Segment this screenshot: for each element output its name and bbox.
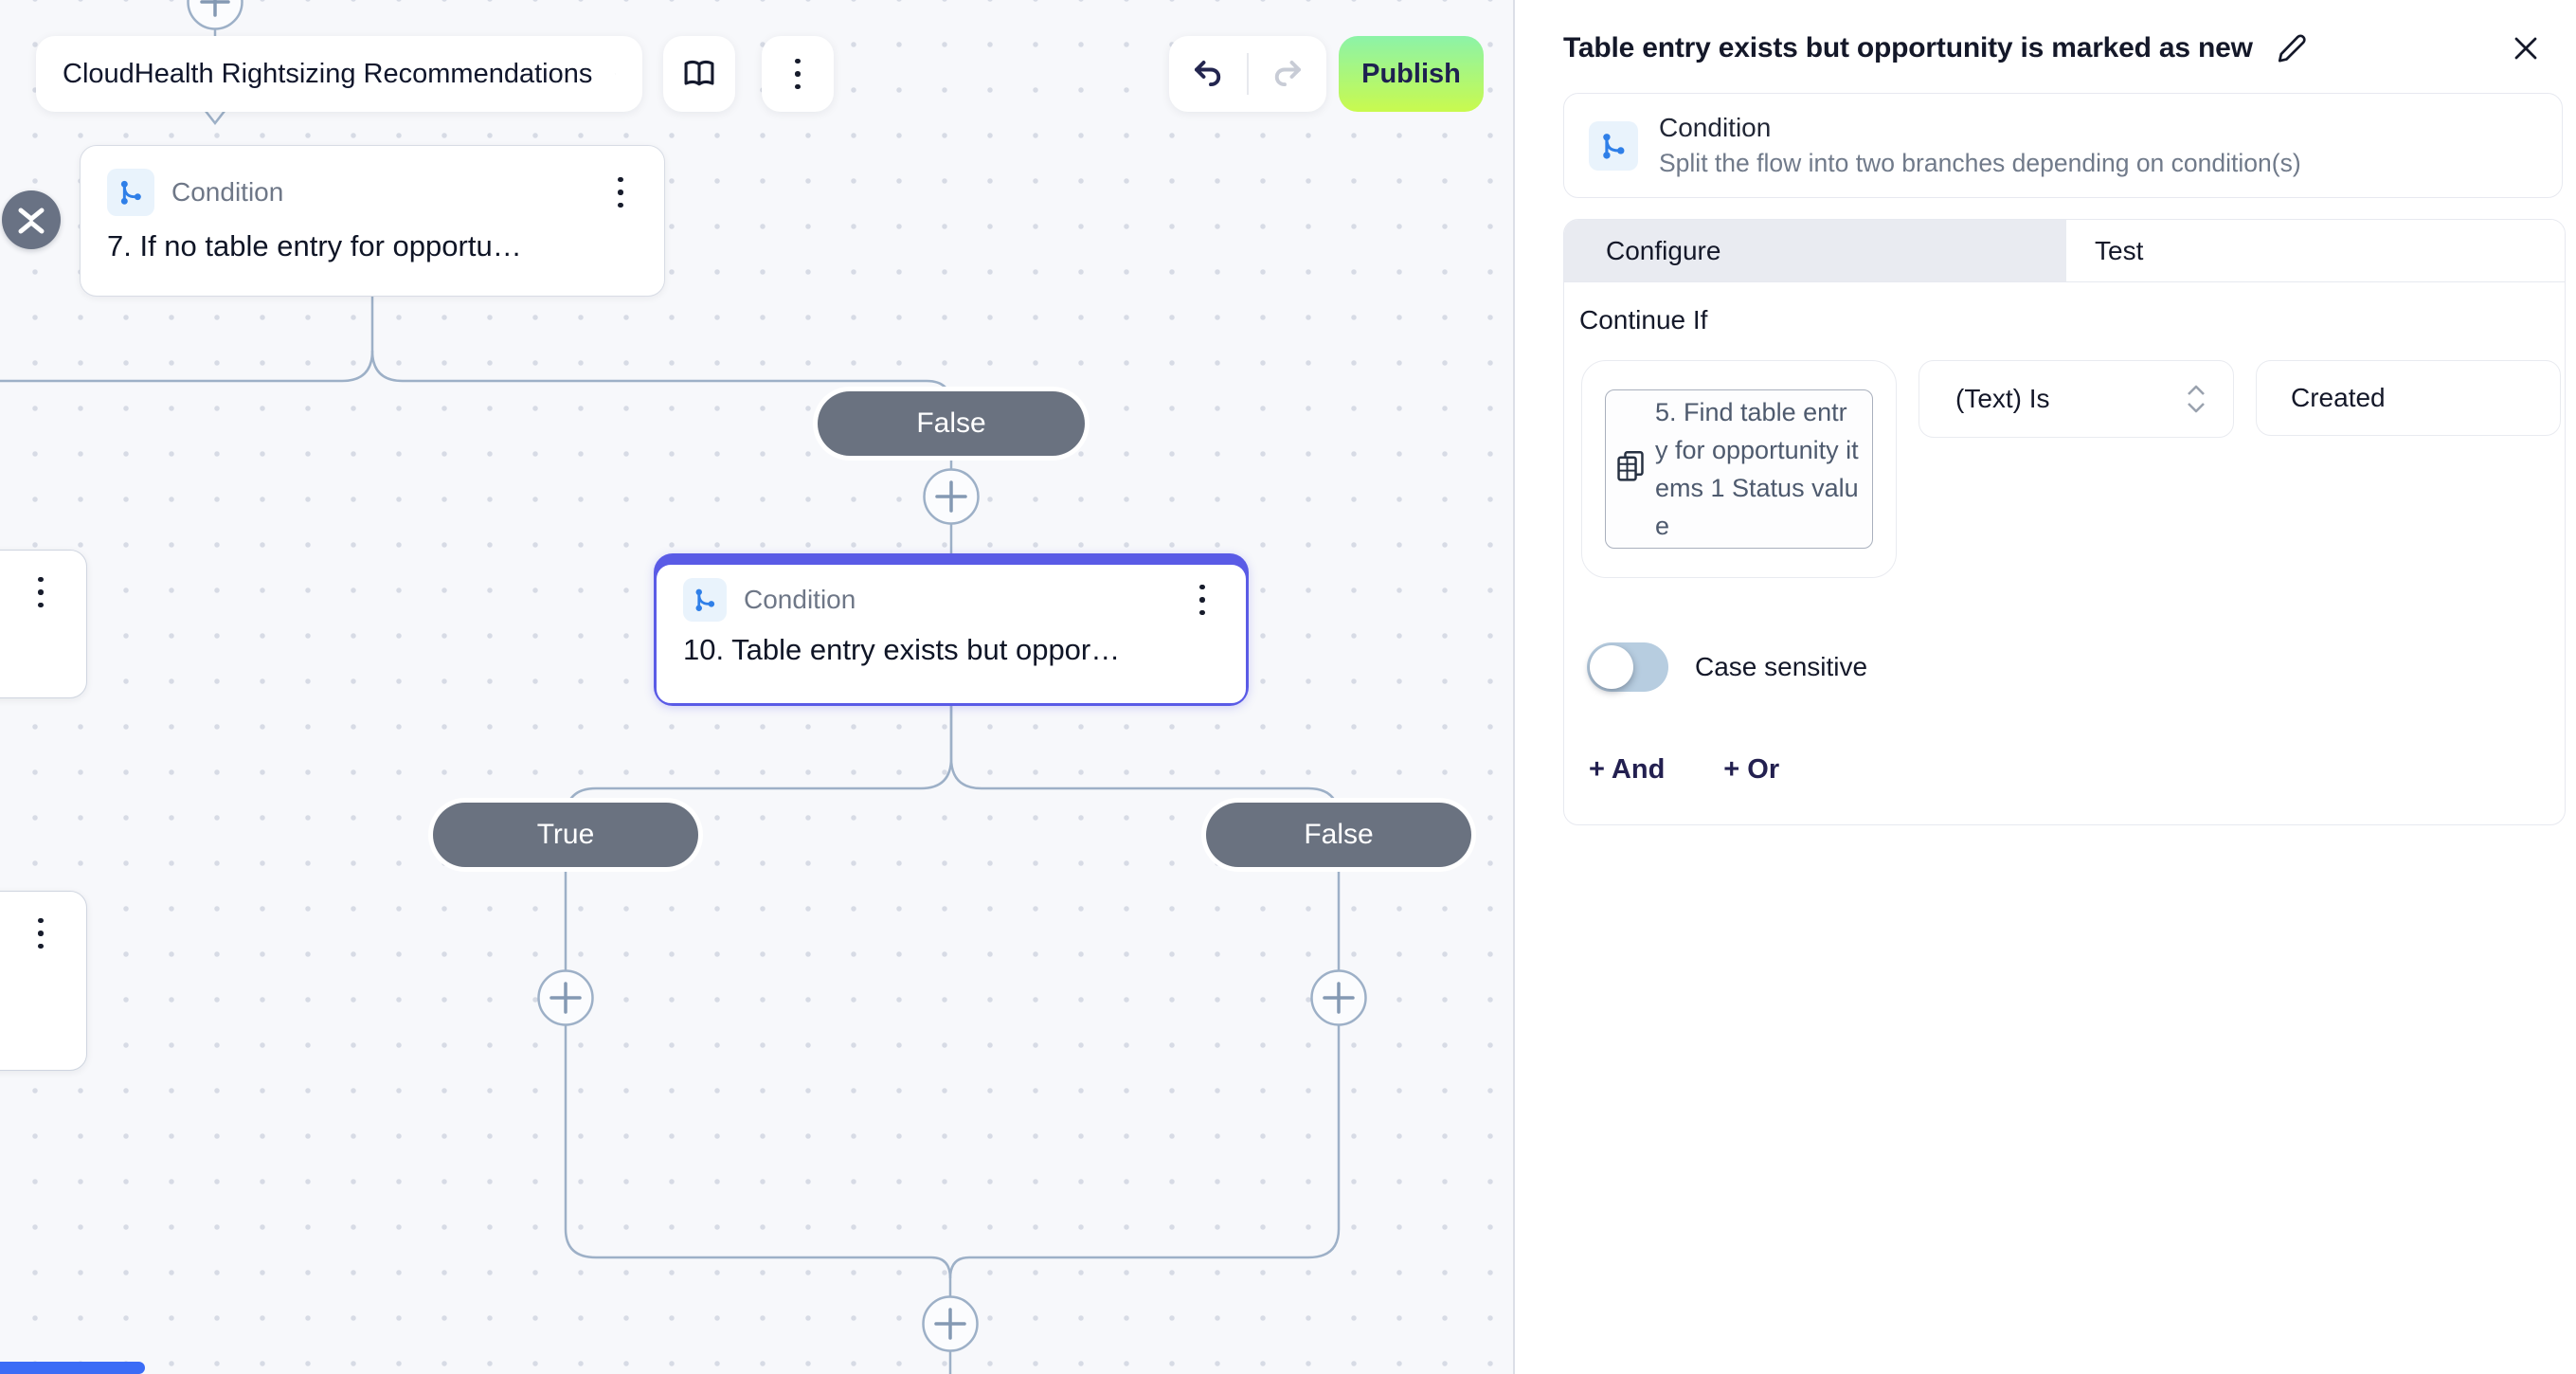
configure-card: Configure Test Continue If xyxy=(1563,219,2566,825)
condition-field-input[interactable]: 5. Find table entry for opportunity item… xyxy=(1581,360,1897,578)
condition-branch-icon xyxy=(107,169,154,216)
add-and-condition-button[interactable]: + And xyxy=(1589,754,1666,785)
rename-step-button[interactable] xyxy=(2276,32,2308,64)
case-sensitive-toggle[interactable] xyxy=(1587,642,1668,692)
tab-bar: Configure Test xyxy=(1564,220,2565,282)
tab-configure[interactable]: Configure xyxy=(1564,220,2066,281)
tab-test[interactable]: Test xyxy=(2066,220,2565,281)
redo-button[interactable] xyxy=(1249,36,1326,112)
node-title: 10. Table entry exists but oppor… xyxy=(683,633,1121,666)
flow-node-condition-10-selected[interactable]: Condition 10. Table entry exists but opp… xyxy=(654,553,1249,706)
kebab-icon xyxy=(779,53,817,95)
chevron-down-icon xyxy=(615,73,616,75)
recipe-docs-button[interactable] xyxy=(663,36,735,112)
toggle-knob xyxy=(1590,645,1633,689)
branch-label-true: True xyxy=(433,803,698,867)
node-type-label: Condition xyxy=(744,585,856,614)
panel-title: Table entry exists but opportunity is ma… xyxy=(1563,32,2253,63)
undo-icon xyxy=(1195,61,1221,87)
flow-connectors xyxy=(0,0,1367,1374)
datapill-token[interactable]: 5. Find table entry for opportunity item… xyxy=(1605,389,1873,549)
node-type-label: Condition xyxy=(171,177,284,207)
step-type-description: Split the flow into two branches dependi… xyxy=(1659,149,2301,177)
add-or-condition-button[interactable]: + Or xyxy=(1723,754,1780,785)
condition-branch-icon xyxy=(1589,120,1638,171)
flow-step-card-partial[interactable] xyxy=(0,550,87,698)
add-step-button[interactable] xyxy=(537,969,594,1026)
undo-button[interactable] xyxy=(1169,36,1247,112)
lookup-table-icon xyxy=(1613,448,1648,491)
continue-if-label: Continue If xyxy=(1579,305,1708,334)
publish-button[interactable]: Publish xyxy=(1339,36,1484,112)
divider xyxy=(1247,53,1249,95)
flow-canvas[interactable]: Condition 7. If no table entry for oppor… xyxy=(0,0,1513,1374)
add-step-button[interactable] xyxy=(187,0,243,30)
step-menu-kebab-icon[interactable] xyxy=(22,571,60,613)
node-title: 7. If no table entry for opportu… xyxy=(107,229,522,262)
step-config-panel: Table entry exists but opportunity is ma… xyxy=(1515,0,2576,1374)
select-chevrons-icon xyxy=(2188,385,2205,413)
case-sensitive-label: Case sensitive xyxy=(1695,652,1868,681)
panel-divider xyxy=(1513,0,1515,1374)
add-step-button[interactable] xyxy=(922,1295,979,1352)
branch-label-false: False xyxy=(818,391,1085,456)
canvas-horizontal-scrollbar[interactable] xyxy=(0,1362,145,1374)
recipe-menu-button[interactable] xyxy=(762,36,834,112)
step-menu-kebab-icon[interactable] xyxy=(1183,579,1221,621)
condition-operator-select[interactable]: (Text) Is xyxy=(1918,360,2234,438)
datapill-token-text: 5. Find table entry for opportunity item… xyxy=(1655,398,1859,540)
close-panel-button[interactable] xyxy=(2512,34,2540,63)
pencil-icon xyxy=(2278,34,2306,63)
history-controls xyxy=(1169,36,1326,112)
close-icon xyxy=(2514,37,2537,60)
step-menu-kebab-icon[interactable] xyxy=(602,172,639,213)
flow-node-condition-7[interactable]: Condition 7. If no table entry for oppor… xyxy=(80,145,665,297)
step-type-card: Condition Split the flow into two branch… xyxy=(1563,93,2563,198)
condition-branch-icon xyxy=(683,578,727,622)
step-type-name: Condition xyxy=(1659,113,1772,142)
add-step-button[interactable] xyxy=(923,468,980,525)
book-icon xyxy=(684,60,714,86)
redo-icon xyxy=(1274,61,1301,87)
branch-label-false: False xyxy=(1206,803,1471,867)
condition-value-input[interactable]: Created xyxy=(2256,360,2561,436)
recipe-name-label: CloudHealth Rightsizing Recommendations xyxy=(63,58,593,89)
flow-step-card-partial[interactable] xyxy=(0,891,87,1071)
add-step-button[interactable] xyxy=(1310,969,1367,1026)
recipe-name-select[interactable]: CloudHealth Rightsizing Recommendations xyxy=(36,36,642,112)
collapse-branch-button[interactable] xyxy=(2,190,61,249)
collapse-icon xyxy=(18,208,45,234)
step-menu-kebab-icon[interactable] xyxy=(22,913,60,954)
